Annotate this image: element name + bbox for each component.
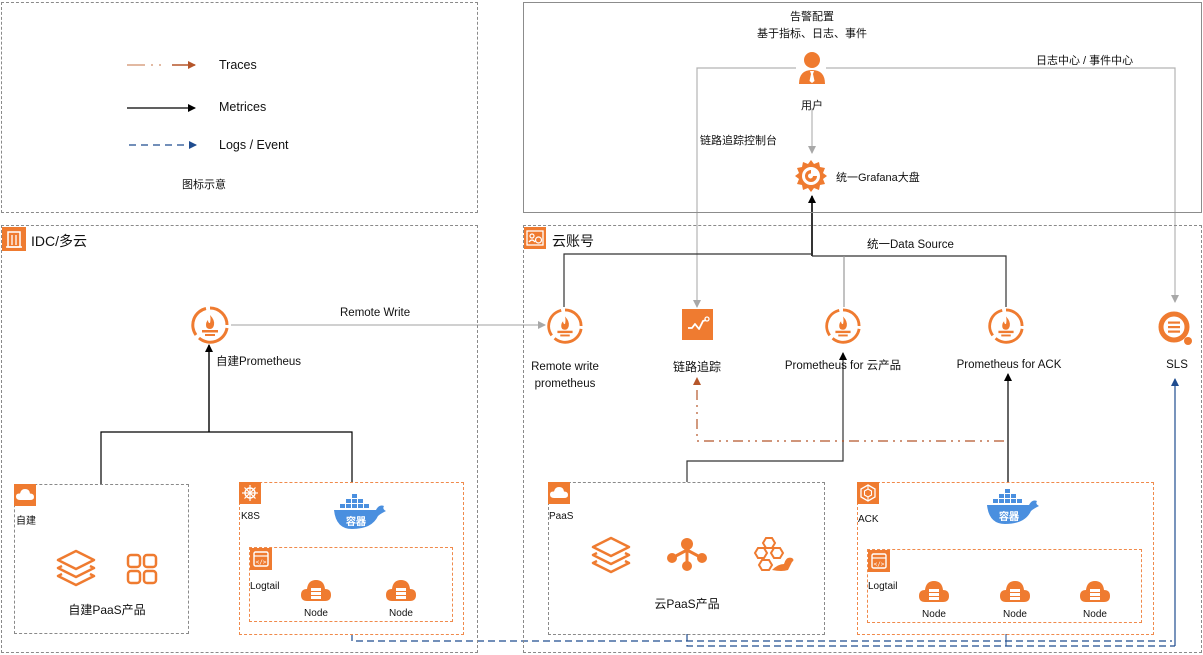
prometheus-cloud-icon[interactable] <box>825 307 861 345</box>
user-label: 用户 <box>801 100 823 112</box>
paas-to-prometheus-cloud-line <box>686 352 847 482</box>
kubernetes-icon <box>239 482 261 504</box>
cloud-account-icon <box>524 227 546 249</box>
ack-logtail-group <box>867 549 1142 623</box>
self-built-group <box>14 484 189 634</box>
paas-tag: PaaS <box>549 511 574 522</box>
remote-write-label: Remote Write <box>340 307 411 319</box>
message-queue-icon <box>667 538 707 571</box>
svg-text:</>: </> <box>256 559 267 566</box>
ack-node-label: Node <box>922 609 946 620</box>
log-center-label: 日志中心 / 事件中心 <box>1036 55 1134 67</box>
prometheus-ack-icon[interactable] <box>988 307 1024 345</box>
layers-icon <box>56 549 96 587</box>
legend-traces-label: Traces <box>219 58 257 72</box>
node-icon <box>301 580 331 601</box>
cloud-paas-group <box>548 482 825 635</box>
self-built-prometheus-icon[interactable] <box>191 306 229 344</box>
k8s-logs-line <box>351 634 1172 642</box>
layers-icon <box>591 536 631 574</box>
cloud-paas-label: 云PaaS产品 <box>654 597 720 611</box>
cloud-icon <box>14 484 36 506</box>
datasource-right-branch <box>812 255 1007 307</box>
label-line: Remote write <box>531 361 599 373</box>
ack-logtail-tag: Logtail <box>868 581 898 592</box>
node-icon <box>1080 581 1110 602</box>
trace-console-label: 链路追踪控制台 <box>700 135 777 147</box>
idc-metrics-branch <box>100 431 353 484</box>
k8s-node-label: Node <box>389 608 413 619</box>
ack-icon <box>857 482 879 504</box>
self-built-paas-label: 自建PaaS产品 <box>68 603 146 617</box>
legend-logs-label: Logs / Event <box>219 138 289 152</box>
svg-text:</>: </> <box>874 561 885 568</box>
alert-config-subtitle: 基于指标、日志、事件 <box>757 28 867 40</box>
k8s-logtail-group <box>249 547 453 622</box>
k8s-docker-container-icon: 容器 <box>332 492 388 532</box>
k8s-tag: K8S <box>241 511 260 522</box>
ack-node-label: Node <box>1083 609 1107 620</box>
k8s-node-label: Node <box>304 608 328 619</box>
database-seal-icon <box>753 537 794 571</box>
logtail-icon: </> <box>250 548 272 570</box>
grafana-label: 统一Grafana大盘 <box>836 172 920 184</box>
ack-tag: ACK <box>858 514 879 525</box>
remote-write-prometheus-icon[interactable] <box>547 307 583 345</box>
label-line: prometheus <box>534 378 596 390</box>
paas-logs-line <box>686 634 1175 647</box>
node-icon <box>1000 581 1030 602</box>
self-built-prometheus-label: 自建Prometheus <box>216 356 302 368</box>
tracing-label: 链路追踪 <box>672 360 722 374</box>
tracing-icon[interactable] <box>682 309 713 340</box>
user-icon[interactable] <box>797 51 827 85</box>
ack-docker-container-icon: 容器 <box>985 487 1041 527</box>
logtail-icon: </> <box>868 550 890 572</box>
user-log-center-line <box>826 67 1179 303</box>
sls-label: SLS <box>1166 359 1188 371</box>
ack-traces-line <box>693 377 1004 442</box>
idc-region <box>1 225 478 653</box>
k8s-group <box>239 482 464 635</box>
datasource-left-branch <box>563 253 812 307</box>
cloud-icon <box>548 482 570 504</box>
remote-write-prometheus-label: Remote write prometheus <box>531 359 599 393</box>
k8s-container-label: 容器 <box>346 517 366 528</box>
prometheus-cloud-label: Prometheus for 云产品 <box>784 360 902 372</box>
sls-search-icon[interactable] <box>1157 310 1195 348</box>
cloud-account-region <box>523 225 1202 653</box>
legend-panel <box>1 2 478 213</box>
console-panel <box>523 2 1202 213</box>
ack-group <box>857 482 1154 635</box>
prometheus-ack-label: Prometheus for ACK <box>956 359 1062 371</box>
alert-config-title: 告警配置 <box>790 11 834 23</box>
apps-grid-icon <box>126 553 158 585</box>
data-source-label: 统一Data Source <box>867 239 954 251</box>
user-trace-console-line <box>693 67 796 308</box>
grafana-icon[interactable] <box>793 158 829 194</box>
self-built-tag: 自建 <box>16 516 36 527</box>
node-icon <box>386 580 416 601</box>
cloud-account-title: 云账号 <box>552 233 594 249</box>
legend-metrics-label: Metrices <box>219 100 267 114</box>
ack-node-label: Node <box>1003 609 1027 620</box>
node-icon <box>919 581 949 602</box>
building-icon <box>2 227 26 251</box>
k8s-logtail-tag: Logtail <box>250 581 280 592</box>
legend-title: 图标示意 <box>182 179 226 191</box>
ack-container-label: 容器 <box>999 512 1019 523</box>
idc-title: IDC/多云 <box>31 233 87 249</box>
